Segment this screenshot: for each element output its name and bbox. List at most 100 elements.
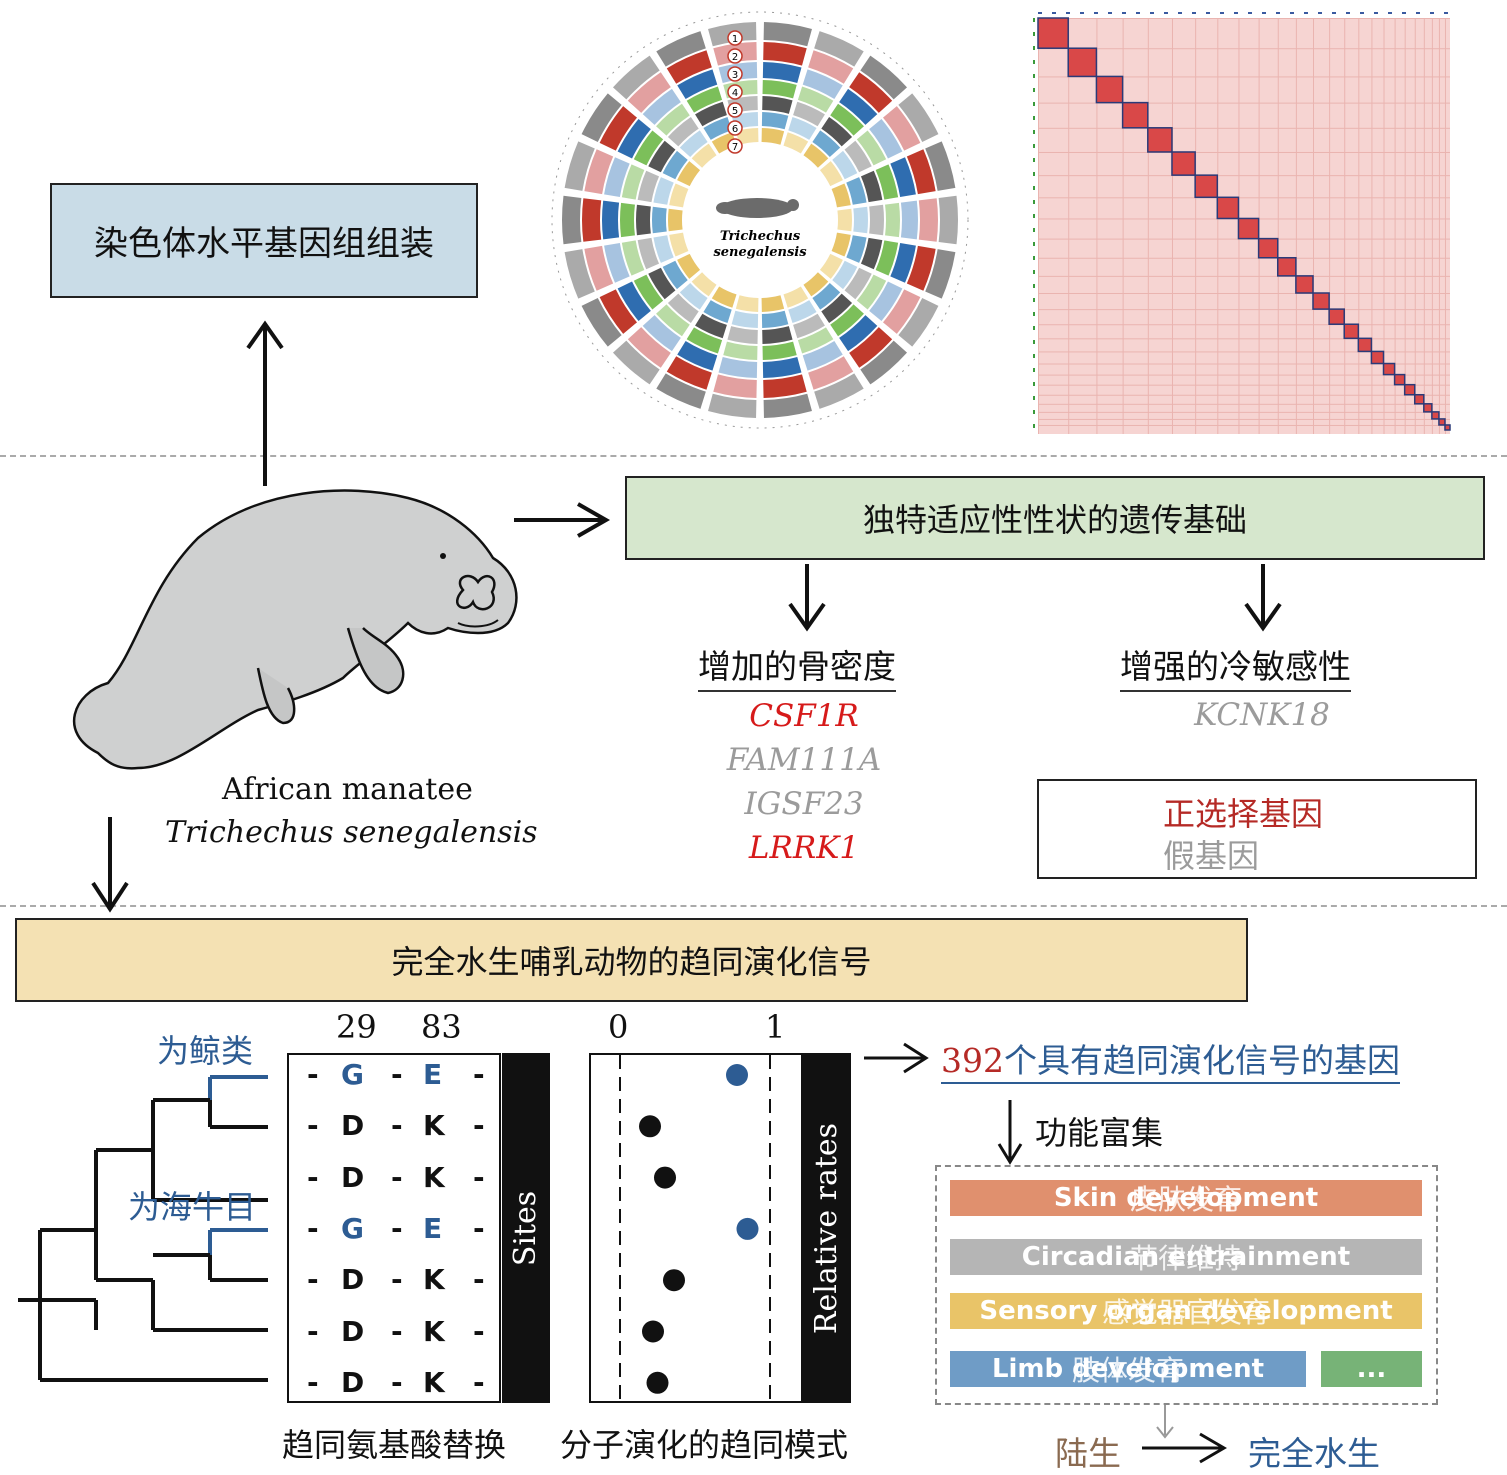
- hic-chromosome-block: [1382, 362, 1396, 376]
- hic-heatmap: [1033, 12, 1451, 434]
- ring-number-marker: [727, 120, 743, 136]
- density-ring-3-segment: [875, 240, 899, 276]
- hic-stripe-v: [1217, 18, 1219, 434]
- site-number-29: 29: [336, 1008, 377, 1046]
- hic-stripe-v: [1122, 18, 1124, 434]
- hic-chromosome-block: [1295, 275, 1314, 294]
- arrow-up-assembly: [246, 320, 284, 486]
- gap-mark: -: [307, 1365, 319, 1399]
- enrichment-limb-en: Limb development: [991, 1354, 1265, 1384]
- density-ring-5-segment: [846, 235, 867, 263]
- chromosome-ring-segment: [925, 141, 956, 191]
- density-ring-2-segment: [602, 200, 620, 240]
- density-ring-5-segment: [703, 117, 732, 140]
- convergent-rate-dot: [736, 1217, 759, 1240]
- hic-stripe-v: [1358, 18, 1360, 434]
- residue-site-29: D: [341, 1365, 365, 1399]
- hic-chromosome-block: [1444, 424, 1451, 431]
- hic-chromosome-block: [1328, 308, 1345, 325]
- gene-fam111a: FAM111A: [726, 742, 882, 778]
- chromosome-ring-segment: [814, 373, 864, 409]
- separator-top: [0, 455, 1507, 457]
- density-ring-6-segment: [677, 253, 701, 279]
- density-ring-3-segment: [856, 274, 887, 310]
- chromosome-ring-segment: [581, 298, 622, 347]
- density-ring-6-segment: [783, 286, 809, 308]
- density-ring-2-segment: [642, 88, 681, 125]
- chromosome-ring-segment: [925, 249, 956, 299]
- hic-chromosome-block: [1067, 47, 1098, 78]
- density-ring-5-segment: [652, 206, 667, 234]
- manatee-illustration: [72, 489, 518, 770]
- gap-mark: -: [391, 1263, 403, 1297]
- gap-mark: -: [307, 1314, 319, 1348]
- density-ring-3-segment: [621, 164, 645, 200]
- density-ring-1-segment: [906, 149, 936, 195]
- hic-stripe-v: [1313, 18, 1315, 434]
- ring-number-label: 2: [732, 52, 738, 63]
- hic-chromosome-block: [1343, 323, 1360, 340]
- density-ring-2-segment: [869, 118, 903, 159]
- hic-stripe-h: [1038, 151, 1450, 153]
- rate-dot: [646, 1371, 669, 1394]
- rate-dot: [654, 1166, 676, 1189]
- density-ring-3-segment: [633, 274, 664, 310]
- arrow-down-convergence: [91, 817, 129, 913]
- hic-chromosome-block: [1276, 256, 1297, 277]
- adaptive-traits-box: 独特适应性性状的遗传基础: [625, 476, 1485, 560]
- density-ring-3-segment: [797, 327, 834, 354]
- hic-stripe-h: [1038, 309, 1450, 311]
- gap-mark: -: [473, 1314, 485, 1348]
- density-ring-6-segment: [761, 128, 785, 145]
- ring-number-label: 3: [732, 70, 738, 81]
- hic-chromosome-block: [1423, 403, 1433, 413]
- residue-site-83: K: [423, 1109, 445, 1143]
- relative-rates-label: Relative rates: [809, 1122, 845, 1334]
- sites-bar: Sites: [502, 1053, 550, 1403]
- density-ring-5-segment: [761, 112, 789, 130]
- hic-stripe-h: [1038, 363, 1450, 365]
- rate-dot: [639, 1115, 661, 1138]
- gap-mark: -: [307, 1263, 319, 1297]
- density-ring-6-segment: [711, 286, 737, 308]
- density-ring-1-segment: [763, 42, 807, 66]
- residue-site-83: K: [423, 1160, 445, 1194]
- density-ring-4-segment: [667, 117, 699, 147]
- legend-pseudogene: 假基因: [1163, 837, 1260, 875]
- hic-stripe-h: [1038, 384, 1450, 386]
- enrichment-sensory-cn: 感觉器官发育: [1101, 1296, 1270, 1329]
- density-ring-1-segment: [882, 106, 921, 151]
- chromosome-ring-segment: [708, 393, 757, 418]
- hic-stripe-v: [1295, 18, 1297, 434]
- density-ring-6-segment: [691, 272, 717, 297]
- gap-mark: -: [307, 1058, 319, 1091]
- hic-stripe-h: [1038, 275, 1450, 277]
- density-ring-5-segment: [788, 300, 817, 323]
- density-ring-1-segment: [627, 72, 671, 113]
- hic-stripe-v: [1195, 18, 1197, 434]
- ring-number-label: 4: [732, 88, 738, 99]
- density-ring-6-segment: [669, 232, 689, 257]
- chromosome-ring-segment: [656, 373, 706, 409]
- circos-species-text-2: senegalensis: [713, 245, 807, 260]
- hic-chromosome-block: [1147, 127, 1173, 153]
- arrow-right-adaptive: [514, 502, 611, 538]
- density-ring-5-segment: [832, 150, 858, 180]
- density-ring-5-segment: [679, 130, 708, 158]
- density-ring-5-segment: [812, 130, 841, 158]
- hic-stripe-h: [1038, 127, 1450, 129]
- density-ring-4-segment: [860, 237, 883, 270]
- residue-site-29: D: [341, 1263, 365, 1297]
- alignment-panel: -G-E--D-K--D-K--G-E--D-K--D-K--D-K-: [287, 1053, 501, 1403]
- convergence-box: 完全水生哺乳动物的趋同演化信号: [15, 918, 1248, 1002]
- density-ring-4-segment: [821, 293, 853, 323]
- density-ring-6-segment: [783, 132, 809, 154]
- hic-stripe-v: [1344, 18, 1346, 434]
- chromosome-ring-segment: [612, 340, 660, 385]
- density-ring-2-segment: [677, 69, 718, 100]
- density-ring-6-segment: [831, 183, 851, 208]
- density-ring-4-segment: [636, 204, 651, 236]
- density-ring-4-segment: [648, 140, 676, 173]
- hic-stripe-h: [1038, 403, 1450, 405]
